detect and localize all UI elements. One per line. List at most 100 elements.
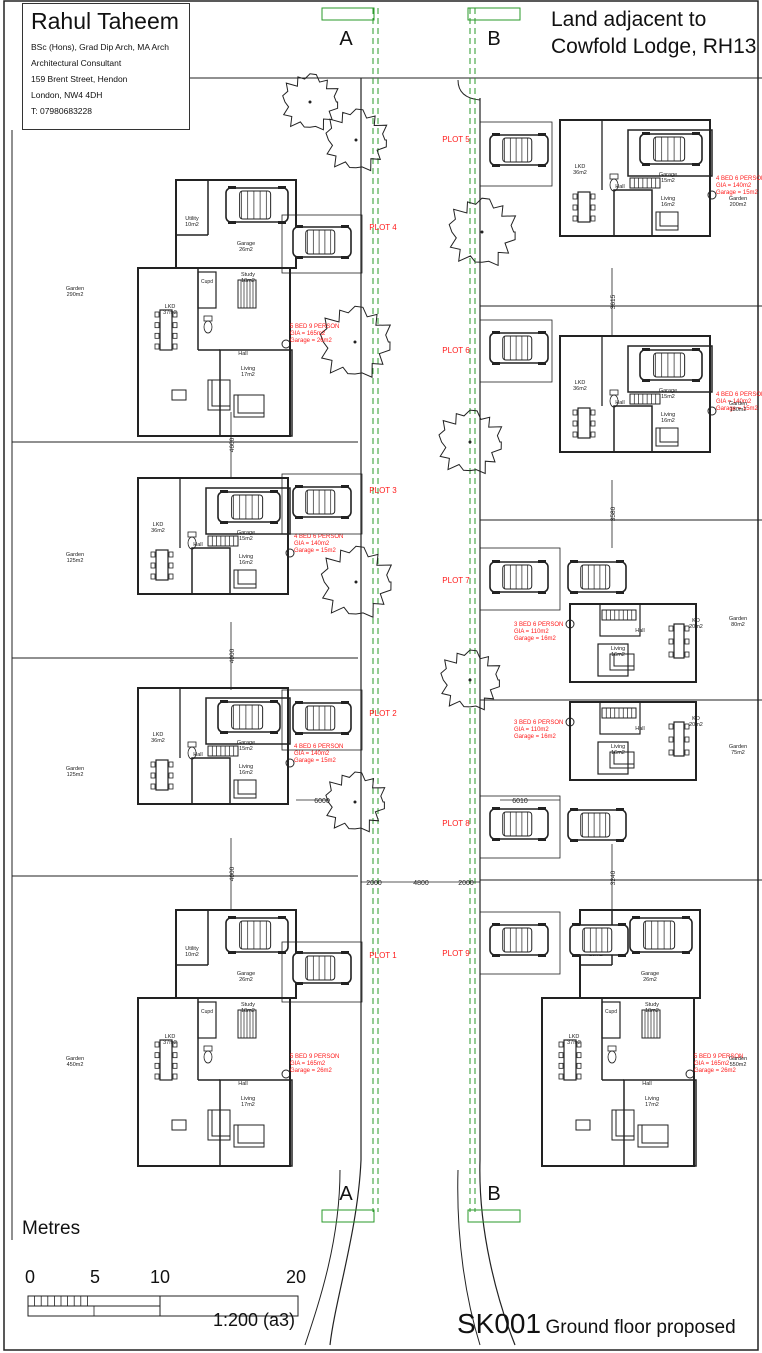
driveway-car-8-wheel-2 (538, 807, 546, 810)
plot-2-house-desc-2: Garage = 15m2 (294, 758, 337, 764)
driveway-car-11 (567, 808, 627, 842)
driveway-4 (281, 941, 363, 1003)
plot-9-house-dining-chair-r-2 (576, 1062, 582, 1069)
garden-label-2-0: Garden (66, 766, 84, 772)
plot-4-house-dining-chair-r-0 (172, 311, 178, 318)
plot-2-house-dining-chair-r-1 (168, 772, 174, 779)
plot-4-house-main-body (137, 267, 291, 437)
plot-1-house-dining-chair-l-3 (154, 1073, 160, 1080)
plot-2-house-garage-car-wheel-3 (220, 731, 228, 734)
driveway-car-3-wheel-4 (341, 732, 349, 735)
plot-6-house-garage-label-0: Garage (659, 388, 677, 394)
plot-7-house-dining-chair-l-0 (668, 625, 674, 632)
plot-5-house-desc-1: GIA = 140m2 (716, 183, 752, 189)
plot-label-3: PLOT 3 (369, 486, 397, 495)
driveway-car-10 (567, 560, 627, 594)
plot-2-house-desc-0: 4 BED 6 PERSON (294, 744, 343, 750)
plot-1-house-lkd-label-0: LKD (165, 1034, 176, 1040)
plot-4-house-dining-chair-r-2 (172, 332, 178, 339)
driveway-car-12 (569, 923, 629, 957)
plot-label-1: PLOT 1 (369, 951, 397, 960)
plot-3-house-garage-car-wheel-3 (220, 521, 228, 524)
garden-label-2-1: 125m2 (67, 772, 84, 778)
driveway-car-6-cabin (502, 335, 533, 361)
scale-tick-20: 20 (286, 1267, 307, 1287)
plot-1-house-dining-chair-r-0 (172, 1041, 178, 1048)
plot-5-house-garage-car (639, 132, 703, 166)
sheet-title: SK001 Ground floor proposed (457, 1308, 736, 1340)
driveway-car-8-cabin (502, 811, 533, 837)
plot-4-house-dining-top (159, 309, 173, 351)
plot-2-house-living-label-0: Living (239, 764, 253, 770)
plot-3-house-dining-chair-l-0 (150, 551, 156, 558)
driveway-car-5-wheel-3 (492, 164, 500, 167)
driveway-car-5-wheel-2 (538, 133, 546, 136)
plot-5-house-garage-car-wheel-2 (692, 132, 700, 135)
tree-1-trunk (308, 100, 312, 104)
plot-4-house-garage-label-1: 26m2 (239, 247, 253, 253)
plot-2-house-stair (207, 745, 239, 757)
plot-7-house-living (597, 643, 629, 677)
driveway-car-4-wheel-1 (295, 951, 303, 954)
tree-8 (440, 649, 501, 711)
driveway-car-10-cabin (580, 564, 611, 590)
plot-label-6: PLOT 6 (442, 346, 470, 355)
plot-1-house-lkd-label-1: 37m2 (163, 1040, 177, 1046)
driveway-9 (479, 911, 561, 975)
plot-4-house-cupd (197, 271, 217, 309)
plot-1-house-garage-label-1: 26m2 (239, 977, 253, 983)
plot-3-house-lkd-label-1: 36m2 (151, 528, 165, 534)
plot-4-house-garage-car-cabin (239, 190, 272, 220)
plot-9-house-garage-car-cabin (643, 920, 676, 950)
plot-1-house-chair (171, 1119, 187, 1131)
plot-4-house-dining-chair-l-3 (154, 343, 160, 350)
plot-3-house-living-label-1: 16m2 (239, 560, 253, 566)
plot-1-house-wc-bowl (203, 1050, 213, 1064)
section-marker-b-top (467, 7, 521, 21)
plot-3-house-desc-2: Garage = 15m2 (294, 548, 337, 554)
plot-9-house-desc-0: 5 BED 9 PERSON (694, 1054, 743, 1060)
driveway-car-6 (489, 331, 549, 365)
plot-5-house-garage-car-body (639, 133, 703, 165)
tree-2-canopy (325, 108, 388, 172)
dim-text-h-1: 6000 (314, 798, 330, 805)
plot-4-house-sofa-1 (207, 379, 231, 411)
plot-6-house-desc-2: Garage = 15m2 (716, 406, 759, 412)
plot-4-house-utility-label-0: Utility (185, 216, 199, 222)
plot-6-house-living-label-0: Living (661, 412, 675, 418)
plot-6-house-garage-car-cabin (653, 352, 686, 378)
plot-7-house-kd-label-0: KD (692, 618, 700, 624)
driveway-car-8-wheel-4 (538, 838, 546, 841)
driveway-car-4-body (292, 952, 352, 984)
title-line-3: 159 Brent Street, Hendon (31, 74, 128, 84)
driveway-car-1-wheel-2 (341, 225, 349, 228)
plot-5-house-dining-top (577, 191, 591, 223)
dim-text-v-6: 3240 (610, 870, 617, 885)
plot-1-house-dining-chair-l-2 (154, 1062, 160, 1069)
tree-3-canopy (319, 305, 392, 378)
driveway-car-11-cabin (580, 812, 611, 838)
plot-6-house-dining-chair-r-1 (590, 420, 596, 427)
tree-1 (282, 73, 339, 131)
driveway-car-2 (292, 485, 352, 519)
driveway-car-8-wheel-1 (492, 807, 500, 810)
plot-7-house-dining-chair-r-0 (684, 625, 690, 632)
plot-1-house-main-body (137, 997, 291, 1167)
driveway-car-7-body (489, 561, 549, 593)
plot-9-house-living-label-1: 17m2 (645, 1102, 659, 1108)
plot-1-house-entry-marker (281, 1069, 291, 1079)
driveway-car-2-wheel-3 (295, 516, 303, 519)
driveway-car-1-wheel-1 (295, 225, 303, 228)
plot-6-house-dining-chair-l-0 (572, 409, 578, 416)
plot-1-house-desc-1: GIA = 165m2 (290, 1061, 326, 1067)
plot-7-house-hall-label: Hall (635, 628, 644, 634)
plot-1-house-desc-2: Garage = 26m2 (290, 1068, 333, 1074)
plot-3-house-sofa (233, 569, 257, 589)
plot-4-house-living-label-1: 17m2 (241, 372, 255, 378)
plot-9-house-garage-car-body (629, 917, 693, 953)
plot-8-house-desc-0: 3 BED 6 PERSON (514, 720, 563, 726)
plot-9-house-study-label-0: Study (645, 1002, 659, 1008)
garden-label-5-0: Garden (729, 196, 747, 202)
plot-6-house-sofa (655, 427, 679, 447)
plot-5-house-dining-chair-r-1 (590, 204, 596, 211)
